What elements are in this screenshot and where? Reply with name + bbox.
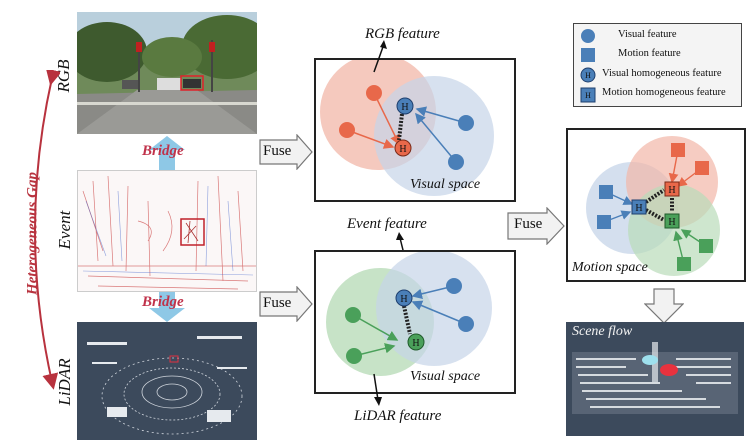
mh-node-letter-3: H xyxy=(668,217,675,228)
scene-flow-label: Scene flow xyxy=(572,324,633,339)
fuse-label-bottom: Fuse xyxy=(263,295,292,311)
fuse-label-top: Fuse xyxy=(263,143,292,159)
visual-feature-legend-icon xyxy=(581,29,595,43)
motion-homogeneous-legend-icon xyxy=(580,87,596,103)
lidar-feature-pointer xyxy=(373,373,382,406)
rgb-feature-pointer xyxy=(373,40,387,73)
scene-flow-image: Scene flow xyxy=(566,322,744,436)
legend-motion-feature: Motion feature xyxy=(618,48,681,59)
rgb-image xyxy=(77,12,257,134)
scene-flow-arrow xyxy=(644,288,684,324)
bridge-arrow-top xyxy=(149,136,185,170)
svg-text:H: H xyxy=(585,91,591,100)
visual-homogeneous-legend-icon xyxy=(580,67,596,83)
heterogeneous-gap-arrow xyxy=(34,70,60,390)
event-image xyxy=(77,170,257,292)
rh-node-letter: H xyxy=(399,144,406,155)
mh-node-letter-1: H xyxy=(635,203,642,214)
legend-motion-homogeneous: Motion homogeneous feature xyxy=(602,87,726,98)
legend: H H Visual feature Motion feature Visual… xyxy=(573,23,742,107)
visual-space-label-top: Visual space xyxy=(410,177,481,192)
feature-label-event: Event feature xyxy=(347,216,427,232)
lh-node-letter: H xyxy=(412,338,419,349)
fuse-arrow-top xyxy=(259,134,313,170)
vh-node-letter-2: H xyxy=(400,294,407,305)
bridge-arrow-bottom xyxy=(149,292,185,322)
visual-space-panel-top: H H Visual space xyxy=(314,54,516,202)
bridge-label-top: Bridge xyxy=(142,143,184,159)
svg-text:H: H xyxy=(585,71,591,80)
legend-visual-feature: Visual feature xyxy=(618,29,677,40)
motion-space-panel: H H H Motion space xyxy=(566,128,746,282)
motion-space-label: Motion space xyxy=(572,260,648,275)
mh-node-letter-2: H xyxy=(668,185,675,196)
fuse-label-right: Fuse xyxy=(514,216,543,232)
fuse-arrow-bottom xyxy=(259,286,313,322)
legend-visual-homogeneous: Visual homogeneous feature xyxy=(602,68,722,79)
feature-label-rgb: RGB feature xyxy=(365,26,440,42)
heterogeneous-gap-label: Heterogeneous Gap xyxy=(24,172,41,295)
vh-node-letter: H xyxy=(401,102,408,113)
fuse-arrow-right xyxy=(507,207,565,245)
lidar-image xyxy=(77,322,257,440)
visual-space-label-bottom: Visual space xyxy=(410,369,481,384)
visual-space-panel-bottom: H H Visual space xyxy=(314,250,516,394)
bridge-label-bottom: Bridge xyxy=(142,294,184,310)
feature-label-lidar: LiDAR feature xyxy=(354,408,442,424)
motion-feature-legend-icon xyxy=(581,48,595,62)
